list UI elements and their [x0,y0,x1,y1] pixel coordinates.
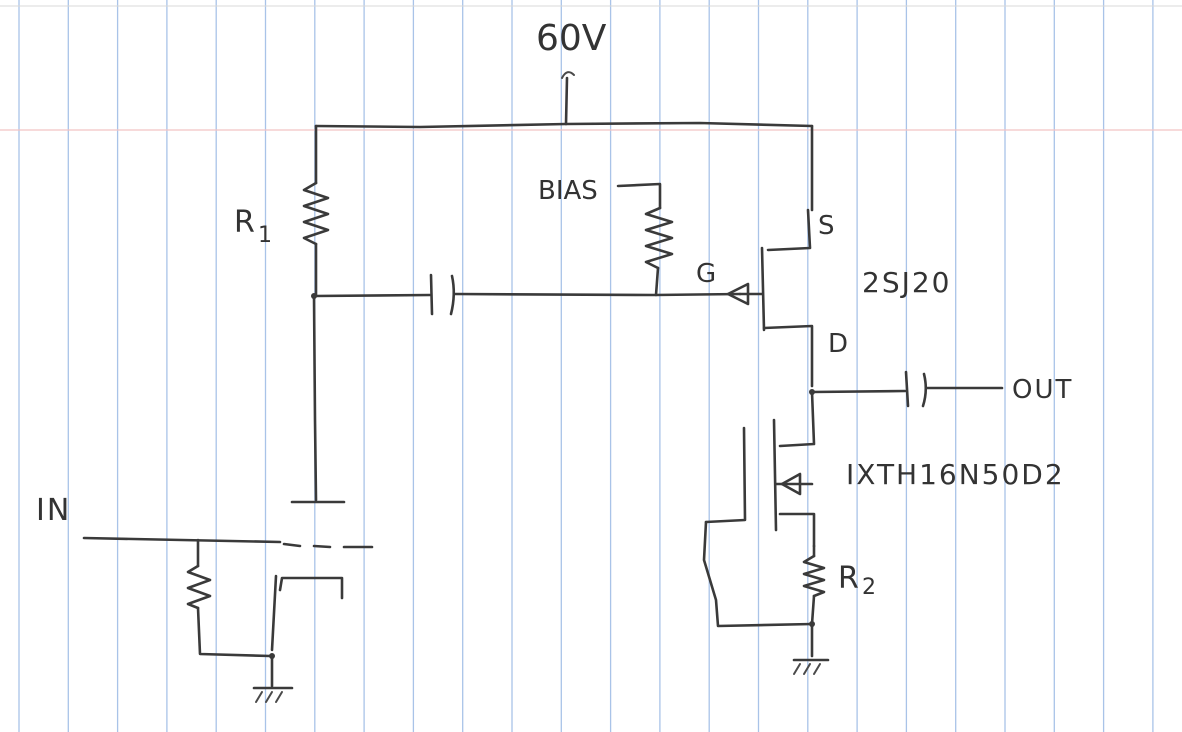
input-label: IN [36,493,71,528]
bias-label: BIAS [538,176,598,206]
bias-resistor [616,182,674,297]
r2-subscript: 2 [862,575,876,600]
nfet-ixth16n50d2 [704,390,816,548]
output-capacitor [810,370,1004,408]
coupling-capacitor [312,273,742,316]
pfet-2sj20 [726,124,814,388]
pfet-part-label: 2SJ20 [862,266,951,299]
supply-voltage-label: 60V [536,18,607,59]
output-label: OUT [1012,375,1073,405]
r1-label: R [234,205,255,240]
nfet-gate-loop [702,520,814,628]
resistor-r1 [302,124,330,298]
input-resistor [186,538,272,658]
input-device-source [270,574,344,652]
source-label: S [818,211,835,241]
ground-symbol-left [252,654,294,703]
input-wire [82,536,374,549]
supply-rail [314,71,814,129]
r2-label: R [838,561,859,596]
ground-symbol-right [792,622,830,675]
r1-lower-wire [312,294,318,502]
nfet-part-label: IXTH16N50D2 [846,458,1065,491]
drain-label: D [828,329,848,359]
gate-label: G [696,259,716,289]
r1-subscript: 1 [258,223,272,248]
junction-dot-ground [269,653,275,659]
resistor-r2 [802,544,826,626]
junction-dot-r1 [311,293,317,299]
